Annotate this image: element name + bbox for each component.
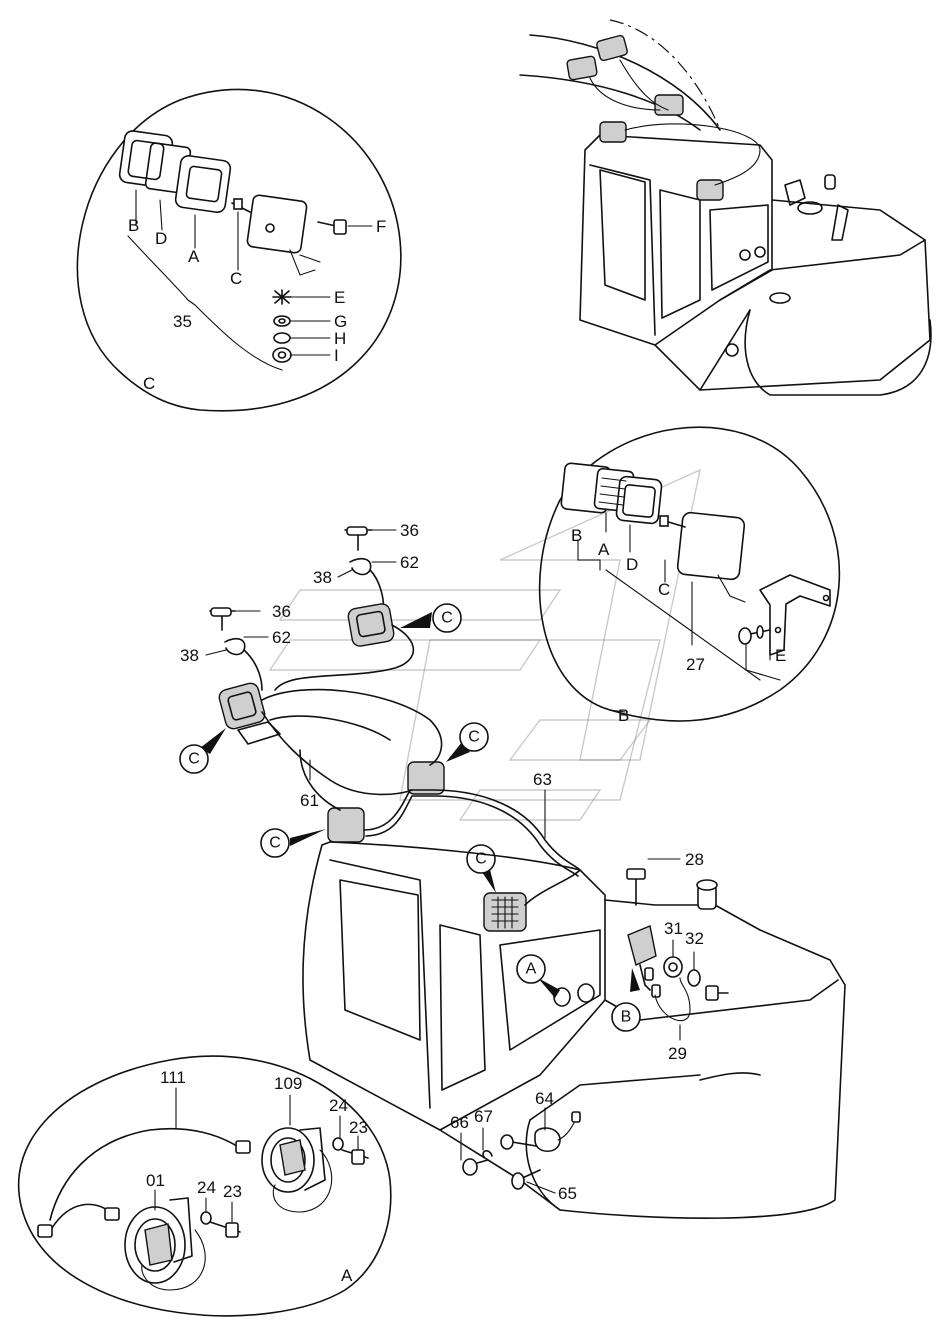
excavator-overview-illustration	[519, 19, 932, 396]
part-number-01: 01	[146, 1171, 165, 1190]
label-c: C	[230, 269, 242, 288]
detail-c-labels: B D A C F E G H I 35 C	[128, 216, 386, 393]
detail-a-circle	[18, 1055, 392, 1317]
part-number-62: 62	[272, 628, 291, 647]
detail-c-circle	[76, 88, 402, 412]
part-number-28: 28	[685, 850, 704, 869]
label-c: C	[658, 580, 670, 599]
part-number-63: 63	[533, 770, 552, 789]
detail-a-title: A	[341, 1266, 353, 1285]
part-number-109: 109	[274, 1074, 302, 1093]
label-h: H	[334, 329, 346, 348]
lamp-harness-assembly	[209, 526, 581, 932]
part-number-67: 67	[474, 1107, 493, 1126]
label-d: D	[155, 229, 167, 248]
label-i: I	[334, 346, 339, 365]
cab-body-illustration: A B	[302, 841, 846, 1219]
part-number-62: 62	[400, 553, 419, 572]
detail-b-title: B	[618, 706, 629, 725]
part-number-38: 38	[180, 646, 199, 665]
cab-part-labels: 28 31 32 29 64 65 66 67	[450, 850, 704, 1203]
label-e: E	[334, 288, 345, 307]
callout-c: C	[441, 610, 453, 627]
label-a: A	[598, 540, 610, 559]
part-number-36: 36	[272, 602, 291, 621]
label-e: E	[775, 646, 786, 665]
callout-markers: C C C C C	[179, 603, 496, 893]
part-number-66: 66	[450, 1113, 469, 1132]
detail-b-circle	[538, 426, 841, 722]
label-d: D	[626, 555, 638, 574]
detail-a-labels: 111 109 24 23 01 24 23 A	[146, 1068, 368, 1285]
label-b: B	[128, 216, 139, 235]
part-number-61: 61	[300, 791, 319, 810]
part-number-35: 35	[173, 312, 192, 331]
callout-b: B	[621, 1009, 632, 1026]
assembly-part-labels: 36 62 38 36 62 38 61 63	[180, 521, 552, 810]
callout-c: C	[188, 751, 200, 768]
callout-c: C	[475, 851, 487, 868]
detail-b-labels: B A D C E 27 B	[571, 526, 786, 725]
label-g: G	[334, 312, 347, 331]
part-number-38: 38	[313, 568, 332, 587]
callout-a: A	[526, 961, 537, 978]
part-number-24: 24	[197, 1178, 216, 1197]
part-number-111: 111	[160, 1068, 186, 1087]
detail-c-title: C	[143, 374, 155, 393]
part-number-29: 29	[668, 1044, 687, 1063]
part-number-64: 64	[535, 1089, 554, 1108]
part-number-32: 32	[685, 929, 704, 948]
label-a: A	[188, 247, 200, 266]
part-number-36: 36	[400, 521, 419, 540]
callout-c: C	[468, 729, 480, 746]
part-number-23: 23	[349, 1118, 368, 1137]
watermark-logo	[268, 468, 701, 821]
part-number-65: 65	[558, 1184, 577, 1203]
part-number-23: 23	[223, 1182, 242, 1201]
label-f: F	[376, 217, 386, 236]
label-b: B	[571, 526, 582, 545]
part-number-27: 27	[686, 655, 705, 674]
part-number-24: 24	[329, 1096, 348, 1115]
part-number-31: 31	[664, 919, 683, 938]
callout-c: C	[269, 835, 281, 852]
